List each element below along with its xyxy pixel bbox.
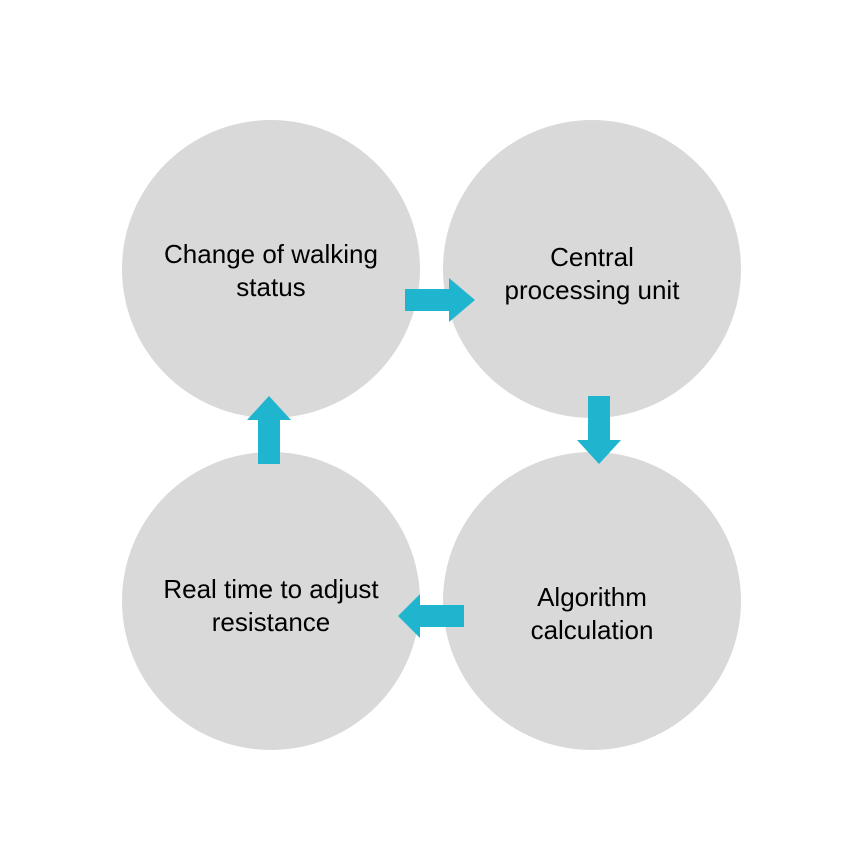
node-real-time-adjust-resistance: Real time to adjust resistance (122, 452, 420, 750)
arrow-left-icon (398, 594, 464, 638)
node-change-of-walking-status: Change of walking status (122, 120, 420, 418)
arrow-up-icon (247, 396, 291, 464)
arrow-down-icon (577, 396, 621, 464)
node-label-algorithm-calculation: Algorithm calculation (530, 582, 654, 645)
node-label-central-processing-unit: Central processing unit (504, 242, 680, 305)
node-central-processing-unit: Central processing unit (443, 120, 741, 418)
node-label-change-of-walking-status: Change of walking status (164, 239, 378, 302)
node-label-real-time-adjust-resistance: Real time to adjust resistance (163, 574, 379, 637)
node-algorithm-calculation: Algorithm calculation (443, 452, 741, 750)
arrow-right-icon (405, 278, 475, 322)
